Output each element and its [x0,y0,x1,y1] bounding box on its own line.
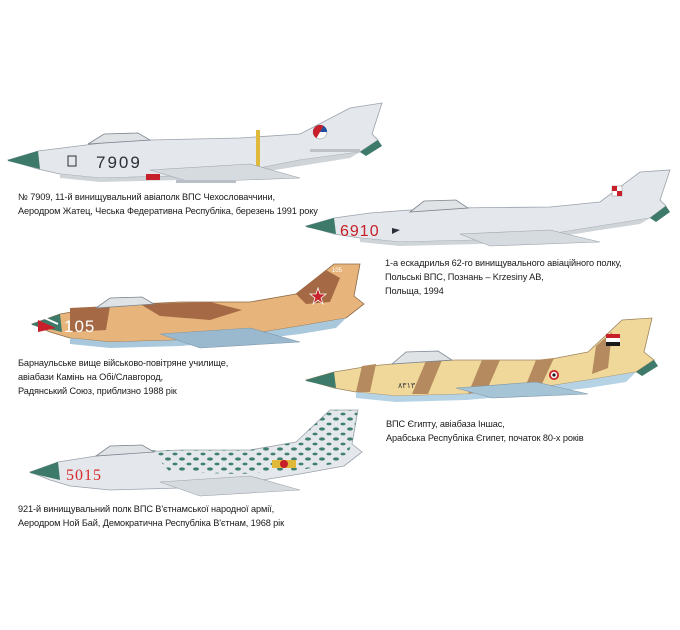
caption-czech: № 7909, 11-й винищувальний авіаполк ВПС … [18,190,318,218]
caption-line: Арабська Республіка Єгипет, початок 80-х… [386,433,584,443]
caption-line: Аеродром Жатец, Чеська Федеративна Респу… [18,206,318,216]
aircraft-vietnam: 5015 [28,409,363,497]
caption-line: Польські ВПС, Познань – Krzesiny AB, [385,272,544,282]
caption-line: Радянський Союз, приблизно 1988 рік [18,386,177,396]
aircraft-number: 105 [64,317,95,336]
caption-polish: 1-а ескадрилья 62-го винищувального авіа… [385,256,622,298]
caption-line: авіабази Камінь на Обі/Славгород, [18,372,163,382]
aircraft-egypt: ٨٣١٣ [304,317,658,402]
caption-line: Аеродром Ной Бай, Демократична Республік… [18,518,285,528]
caption-vietnam: 921-й винищувальний полк ВПС В'єтнамсько… [18,502,284,530]
caption-line: Барнаульське вище військово-повітряне уч… [18,358,229,368]
aircraft-soviet: 105 105 [30,263,365,349]
aircraft-polish: 6910 [304,169,671,247]
caption-line: 1-а ескадрилья 62-го винищувального авіа… [385,258,622,268]
caption-line: 921-й винищувальний полк ВПС В'єтнамсько… [18,504,275,514]
aircraft-number: ٨٣١٣ [398,381,416,390]
caption-line: ВПС Єгипту, авіабаза Іншас, [386,419,505,429]
caption-line: Польща, 1994 [385,286,444,296]
aircraft-number: 7909 [96,153,142,172]
caption-soviet: Барнаульське вище військово-повітряне уч… [18,356,228,398]
fin-number: 105 [332,268,343,274]
aircraft-number: 6910 [340,223,380,240]
caption-egypt: ВПС Єгипту, авіабаза Іншас, Арабська Рес… [386,417,584,445]
aircraft-czech: 7909 [6,102,383,183]
caption-line: № 7909, 11-й винищувальний авіаполк ВПС … [18,192,275,202]
aircraft-number: 5015 [66,467,102,484]
